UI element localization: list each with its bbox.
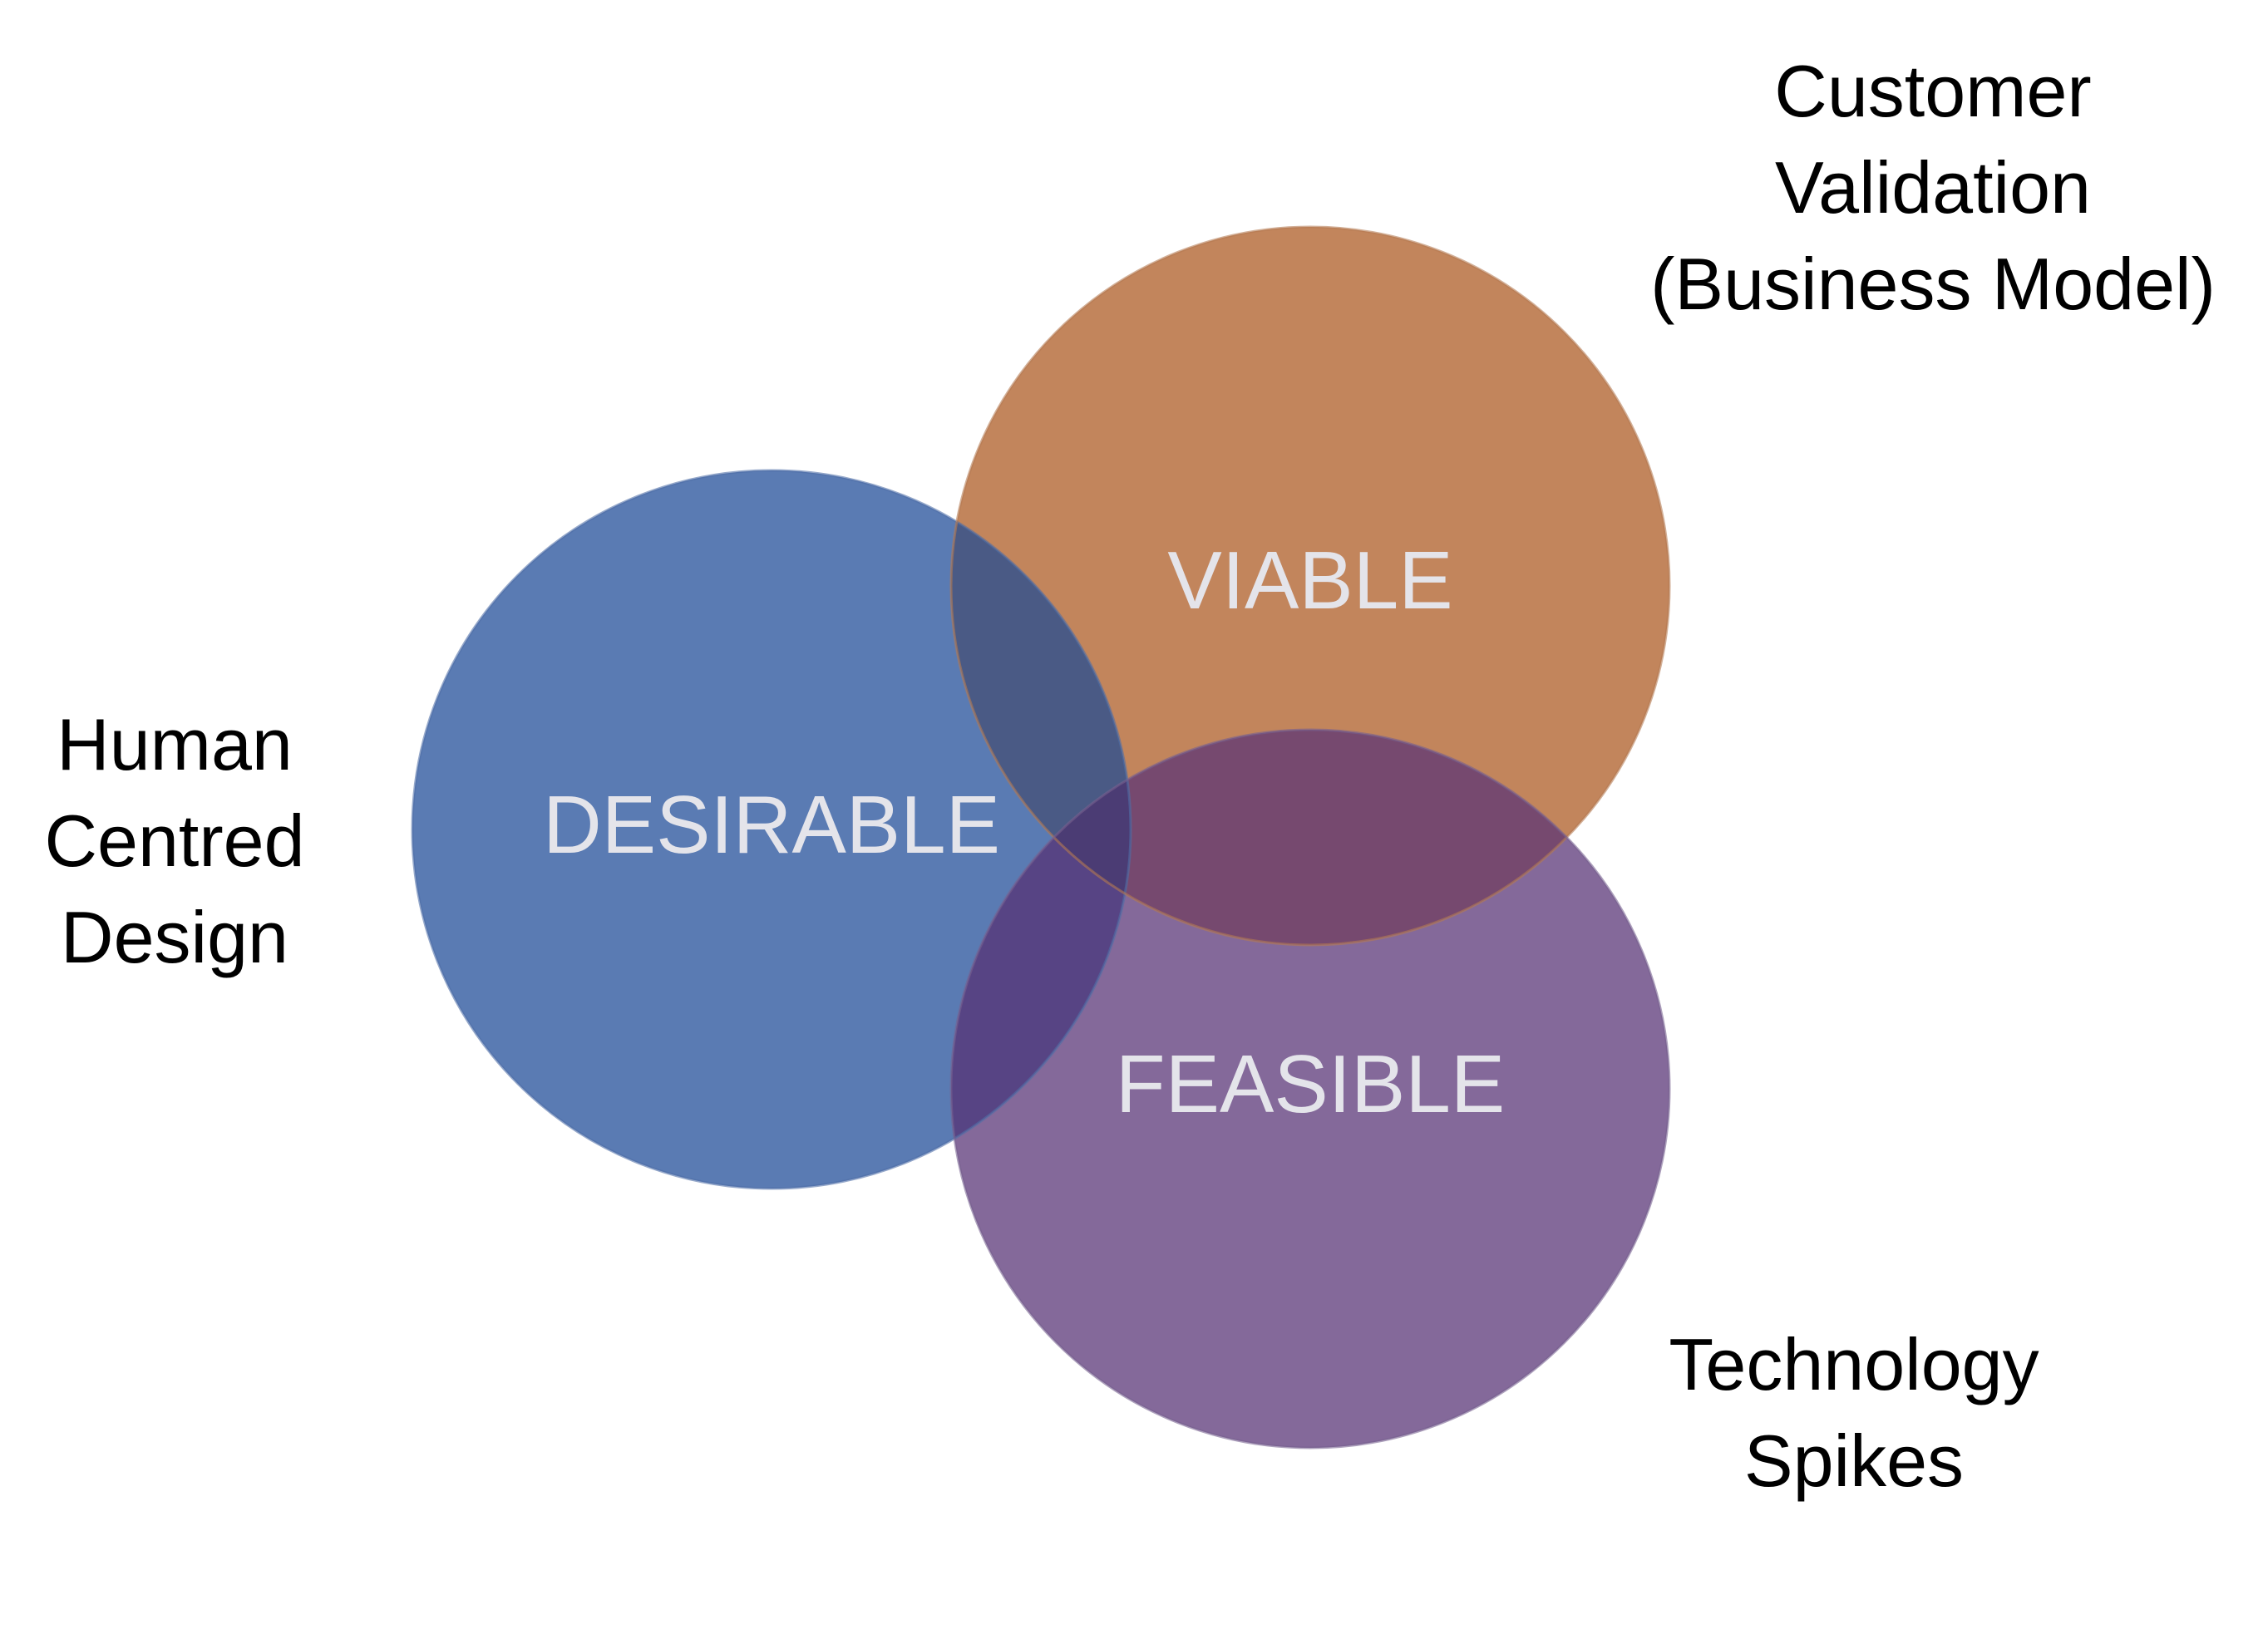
annotation-line: (Business Model) <box>1650 243 2216 325</box>
desirable-circle <box>412 470 1131 1189</box>
feasible-label: FEASIBLE <box>1116 1038 1505 1130</box>
annotation-line: Centred <box>44 800 305 882</box>
annotation-line: Design <box>61 896 288 978</box>
human-centred-design-annotation: Human Centred Design <box>0 696 349 986</box>
technology-spikes-annotation: Technology Spikes <box>1596 1317 2112 1509</box>
annotation-line: Validation <box>1775 146 2091 229</box>
annotation-line: Spikes <box>1743 1420 1965 1502</box>
desirable-label: DESIRABLE <box>543 779 1000 870</box>
annotation-line: Technology <box>1669 1323 2039 1405</box>
viable-label: VIABLE <box>1167 534 1452 626</box>
customer-validation-annotation: Customer Validation (Business Model) <box>1605 43 2261 332</box>
viable-circle <box>951 227 1669 945</box>
annotation-line: Human <box>57 703 293 785</box>
annotation-line: Customer <box>1774 50 2092 132</box>
feasible-circle <box>951 730 1669 1448</box>
